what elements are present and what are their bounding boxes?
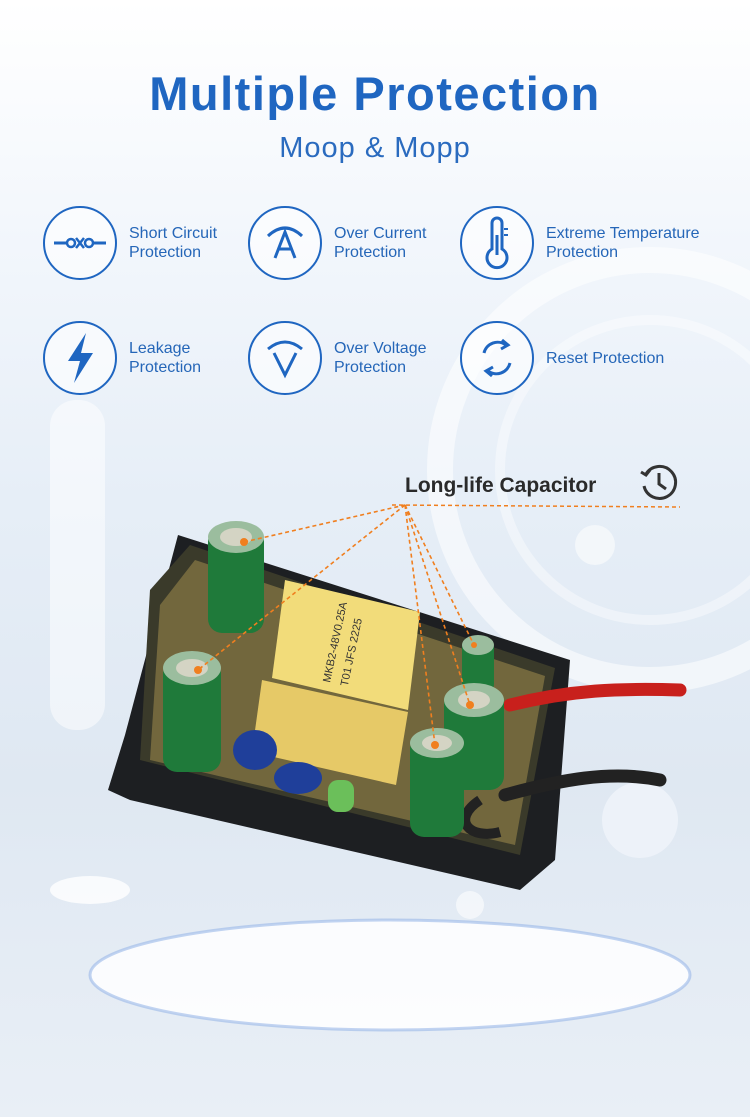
page-title: Multiple Protection	[149, 67, 601, 120]
callout-lines	[197, 504, 475, 746]
feature-label: Reset Protection	[546, 349, 665, 367]
capacitor-callout-label: Long-life Capacitor	[405, 474, 597, 497]
lightning-icon	[43, 321, 117, 395]
page-subtitle: Moop & Mopp	[279, 132, 471, 164]
feature-short-circuit: Short Circuit Protection	[43, 206, 217, 280]
capacitor	[208, 521, 264, 633]
clock-icon	[640, 464, 678, 500]
feature-label: Short Circuit Protection	[129, 225, 218, 261]
capacitor	[163, 651, 221, 772]
reset-icon	[460, 321, 534, 395]
thermometer-icon	[460, 206, 534, 280]
feature-over-current: Over Current Protection	[248, 206, 426, 280]
over-current-icon	[248, 206, 322, 280]
short-circuit-icon	[43, 206, 117, 280]
over-voltage-icon	[248, 321, 322, 395]
feature-over-voltage: Over Voltage Protection	[248, 321, 427, 395]
feature-leakage: Leakage Protection	[43, 321, 201, 395]
feature-reset: Reset Protection	[460, 321, 664, 395]
feature-label: Leakage Protection	[129, 340, 202, 376]
capacitor	[462, 635, 494, 693]
feature-extreme-temperature: Extreme Temperature Protection	[460, 206, 700, 280]
feature-label: Over Voltage Protection	[334, 340, 427, 376]
feature-label: Over Current Protection	[334, 225, 427, 261]
feature-label: Extreme Temperature Protection	[546, 225, 700, 261]
